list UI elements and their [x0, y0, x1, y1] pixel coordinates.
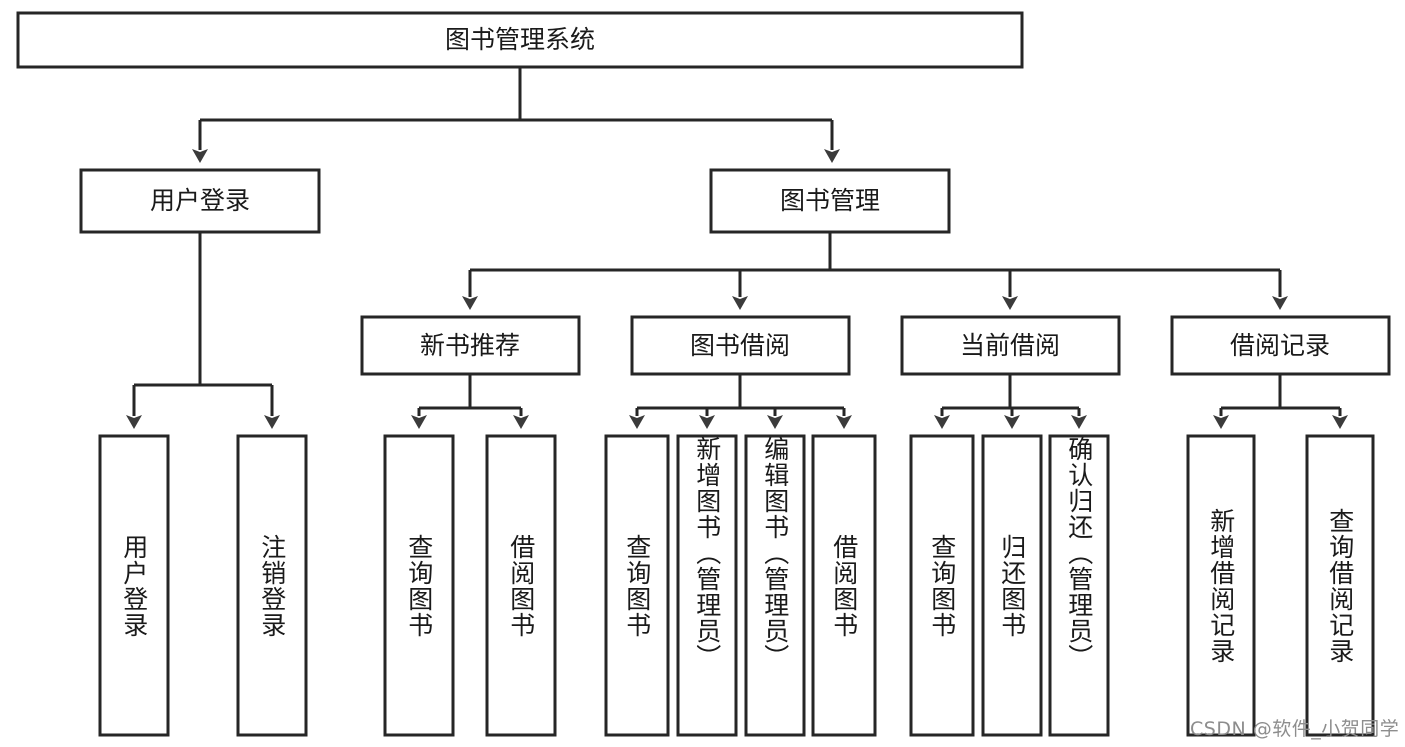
node-user-login[interactable]: 用户登录: [79, 168, 321, 234]
node-root[interactable]: 图书管理系统: [16, 11, 1024, 69]
connector-records-to-leaves: [1213, 374, 1348, 429]
node-user-login-label: 用户登录: [150, 186, 250, 215]
node-borrow-records-label: 借阅记录: [1230, 331, 1330, 360]
connector-userlogin-to-leaves: [126, 232, 280, 429]
connector-root-to-level2: [192, 67, 840, 163]
node-book-borrow[interactable]: 图书借阅: [630, 315, 851, 376]
csdn-watermark: CSDN @软件_小贺同学: [1190, 718, 1400, 740]
node-book-management[interactable]: 图书管理: [709, 168, 951, 234]
node-book-management-label: 图书管理: [780, 186, 880, 215]
leaf-box[interactable]: [604, 434, 670, 737]
connector-books-to-level3: [462, 232, 1288, 310]
leaf-box[interactable]: [236, 434, 308, 737]
connector-newbook-to-leaves: [411, 374, 529, 429]
leaf-box[interactable]: [98, 434, 170, 737]
leaf-box[interactable]: [383, 434, 455, 737]
connector-borrow-to-leaves: [629, 374, 852, 429]
leaf-box[interactable]: [981, 434, 1043, 737]
leaf-box[interactable]: [676, 434, 738, 737]
node-root-label: 图书管理系统: [445, 25, 595, 54]
node-borrow-records[interactable]: 借阅记录: [1170, 315, 1391, 376]
leaf-box[interactable]: [1048, 434, 1110, 737]
node-current-borrow[interactable]: 当前借阅: [900, 315, 1121, 376]
leaf-box[interactable]: [909, 434, 975, 737]
leaf-box[interactable]: [1186, 434, 1256, 737]
leaf-box[interactable]: [744, 434, 806, 737]
leaf-box[interactable]: [811, 434, 877, 737]
node-new-book-recommend-label: 新书推荐: [420, 331, 520, 360]
node-book-borrow-label: 图书借阅: [690, 331, 790, 360]
leaf-boxes: [98, 434, 1375, 737]
node-new-book-recommend[interactable]: 新书推荐: [360, 315, 581, 376]
connector-current-to-leaves: [934, 374, 1087, 429]
leaf-box[interactable]: [485, 434, 557, 737]
node-current-borrow-label: 当前借阅: [960, 331, 1060, 360]
leaf-box[interactable]: [1305, 434, 1375, 737]
